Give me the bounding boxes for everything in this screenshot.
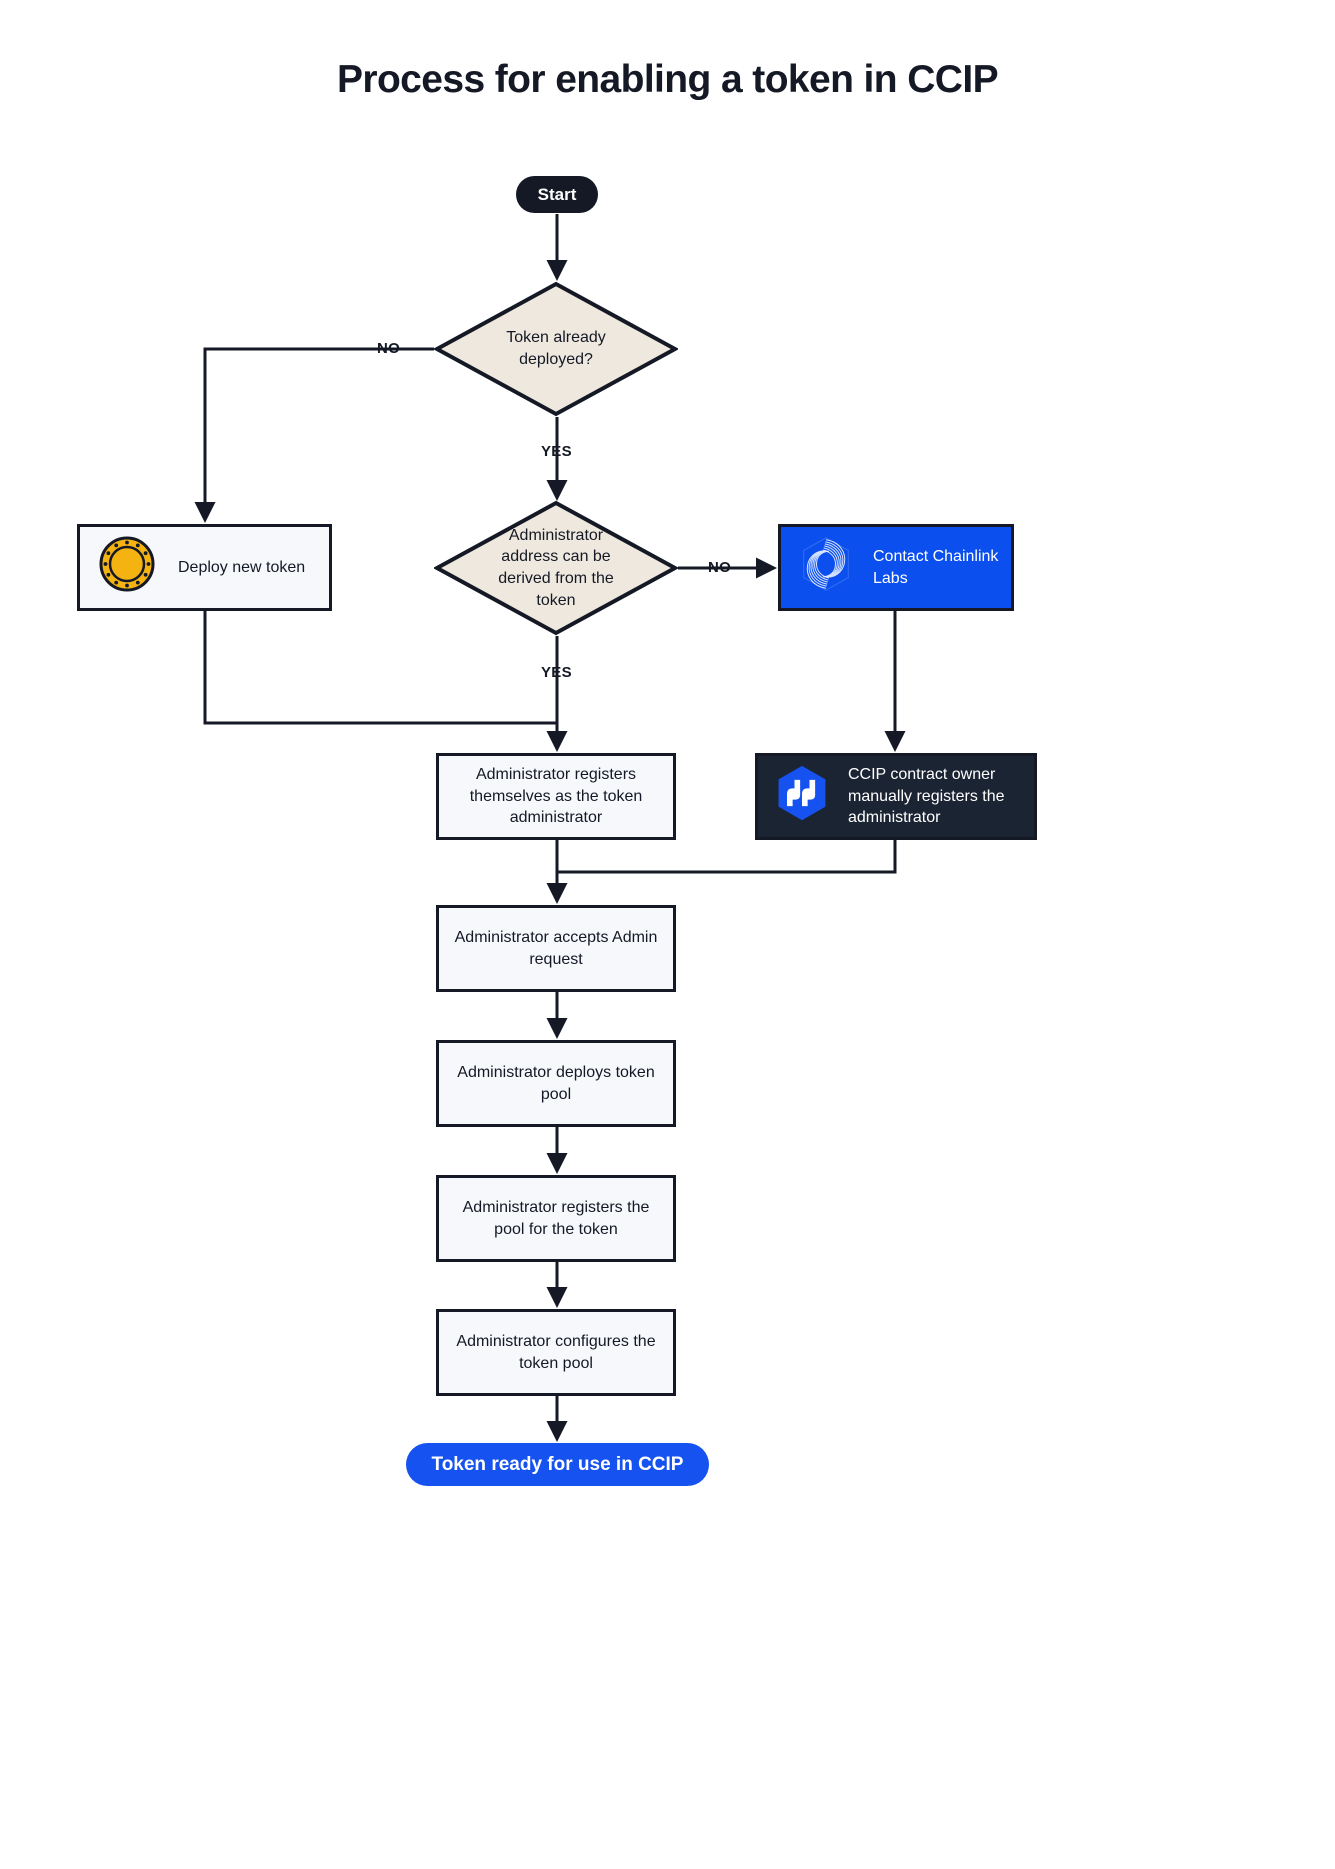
node-admin-accepts-request[interactable]: Administrator accepts Admin request xyxy=(436,905,676,992)
edge-label-yes-token-deployed: YES xyxy=(541,443,572,460)
chainlink-labs-logo-icon xyxy=(795,533,857,602)
node-decision-admin-derived-label: Administrator address can be derived fro… xyxy=(498,526,614,609)
node-deploy-new-token-label: Deploy new token xyxy=(178,558,306,576)
edge-label-yes-admin-derived: YES xyxy=(541,664,572,681)
node-end[interactable]: Token ready for use in CCIP xyxy=(406,1443,709,1486)
node-admin-registers-pool-label: Administrator registers the pool for the… xyxy=(462,1198,650,1238)
gold-coin-icon xyxy=(98,535,156,600)
ccip-logo-icon xyxy=(772,763,832,830)
node-admin-registers-self[interactable]: Administrator registers themselves as th… xyxy=(436,753,676,840)
node-deploy-new-token[interactable]: Deploy new token xyxy=(77,524,332,611)
node-ccip-owner-registers-label: CCIP contract owner manually registers t… xyxy=(848,766,1005,827)
diamond-shape xyxy=(434,281,678,417)
node-admin-registers-self-label: Administrator registers themselves as th… xyxy=(469,766,643,827)
edge-label-no-token-deployed: NO xyxy=(377,340,401,357)
page-title: Process for enabling a token in CCIP xyxy=(336,58,999,101)
node-admin-deploys-pool-label: Administrator deploys token pool xyxy=(457,1063,655,1103)
node-contact-chainlink-labs-label: Contact Chainlink Labs xyxy=(873,547,999,587)
node-end-label: Token ready for use in CCIP xyxy=(431,1453,684,1475)
node-admin-deploys-pool[interactable]: Administrator deploys token pool xyxy=(436,1040,676,1127)
node-admin-configures-pool-label: Administrator configures the token pool xyxy=(456,1332,656,1372)
node-admin-configures-pool[interactable]: Administrator configures the token pool xyxy=(436,1309,676,1396)
node-contact-chainlink-labs[interactable]: Contact Chainlink Labs xyxy=(778,524,1014,611)
node-start-label: Start xyxy=(537,184,577,204)
node-decision-token-deployed[interactable]: Token already deployed? xyxy=(434,281,678,417)
node-ccip-owner-registers[interactable]: CCIP contract owner manually registers t… xyxy=(755,753,1037,840)
node-decision-token-deployed-label: Token already deployed? xyxy=(506,329,606,368)
node-admin-accepts-request-label: Administrator accepts Admin request xyxy=(454,928,658,968)
diamond-shape xyxy=(434,500,678,636)
edge-label-no-admin-derived: NO xyxy=(708,559,732,576)
node-decision-admin-derived[interactable]: Administrator address can be derived fro… xyxy=(434,500,678,636)
node-start[interactable]: Start xyxy=(516,176,598,213)
node-admin-registers-pool[interactable]: Administrator registers the pool for the… xyxy=(436,1175,676,1262)
